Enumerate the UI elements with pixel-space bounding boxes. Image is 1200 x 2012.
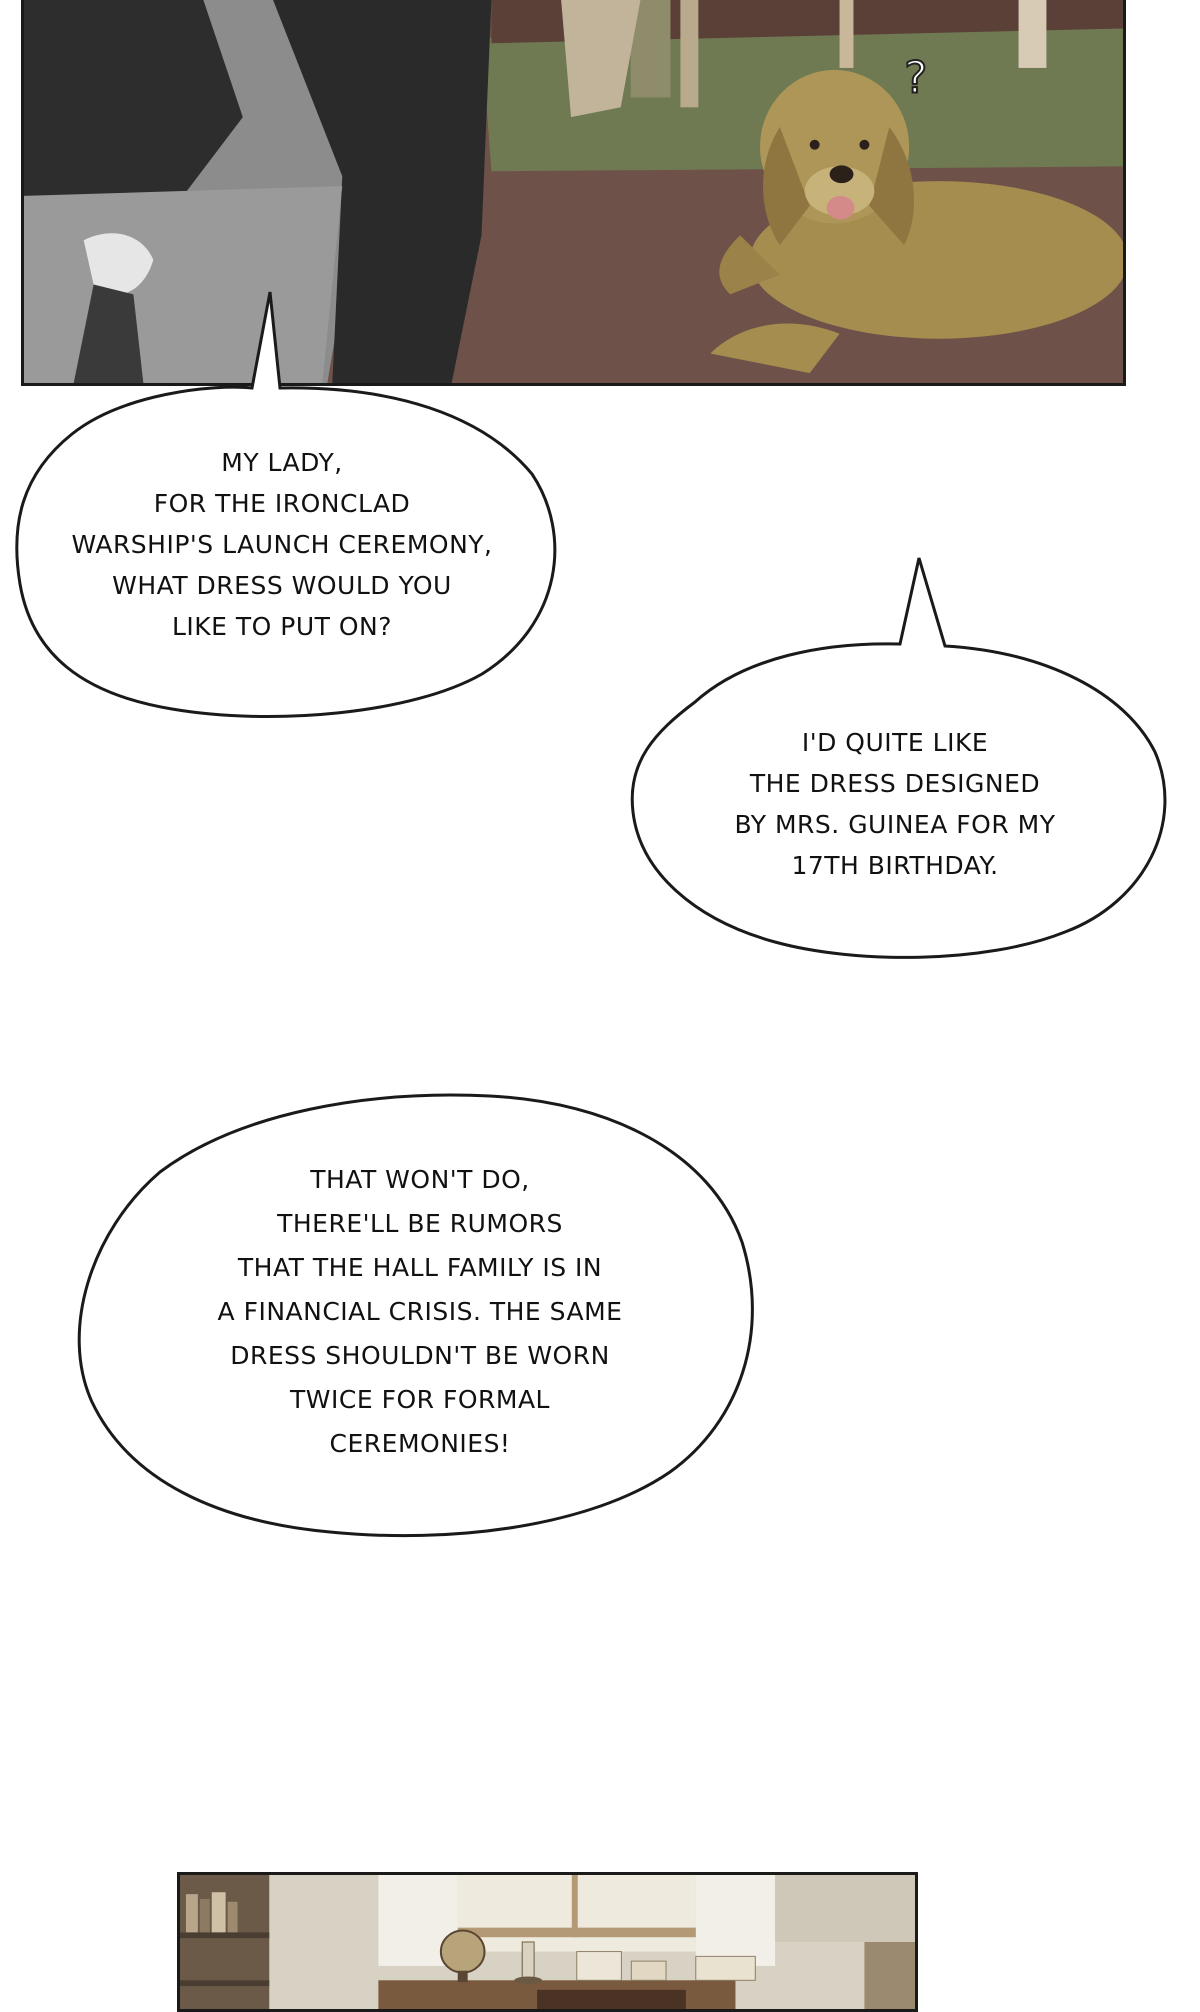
speech-bubble-shape — [77, 1093, 754, 1538]
speech-line: THAT THE HALL FAMILY IS IN — [237, 1253, 603, 1282]
speech-line: TWICE FOR FORMAL — [290, 1385, 550, 1414]
speech-bubble-text: I'D QUITE LIKE THE DRESS DESIGNED BY MRS… — [625, 644, 1165, 964]
top-panel-art: ? — [24, 0, 1123, 383]
speech-line: BY MRS. GUINEA FOR MY — [734, 810, 1056, 839]
speech-bubble: THAT WON'T DO, THERE'LL BE RUMORS THAT T… — [70, 1082, 770, 1542]
speech-bubble-text: MY LADY, FOR THE IRONCLAD WARSHIP'S LAUN… — [12, 364, 552, 724]
top-comic-panel: ? — [21, 0, 1126, 386]
speech-bubble-shape — [630, 557, 1167, 959]
speech-line: WHAT DRESS WOULD YOU — [112, 570, 452, 600]
speech-line: THE DRESS DESIGNED — [749, 769, 1041, 798]
speech-line: WARSHIP'S LAUNCH CEREMONY, — [71, 529, 493, 559]
speech-bubble-text: THAT WON'T DO, THERE'LL BE RUMORS THAT T… — [70, 1082, 770, 1542]
speech-line: THERE'LL BE RUMORS — [277, 1209, 563, 1238]
speech-line: I'D QUITE LIKE — [801, 728, 989, 757]
bottom-comic-panel — [177, 1872, 918, 2012]
speech-line: LIKE TO PUT ON? — [171, 611, 393, 641]
speech-line: A FINANCIAL CRISIS. THE SAME — [217, 1297, 623, 1326]
speech-bubble: I'D QUITE LIKE THE DRESS DESIGNED BY MRS… — [625, 552, 1167, 996]
speech-bubble: MY LADY, FOR THE IRONCLAD WARSHIP'S LAUN… — [12, 291, 557, 724]
bottom-panel-art — [180, 1875, 915, 2009]
speech-line: THAT WON'T DO, — [310, 1165, 530, 1194]
speech-line: 17TH BIRTHDAY. — [791, 851, 999, 880]
speech-line: FOR THE IRONCLAD — [153, 488, 411, 518]
speech-bubble-shape — [15, 291, 557, 718]
speech-line: CEREMONIES! — [329, 1429, 511, 1458]
speech-line: DRESS SHOULDN'T BE WORN — [230, 1341, 610, 1370]
speech-line: MY LADY, — [221, 447, 343, 477]
svg-text:?: ? — [904, 54, 927, 104]
